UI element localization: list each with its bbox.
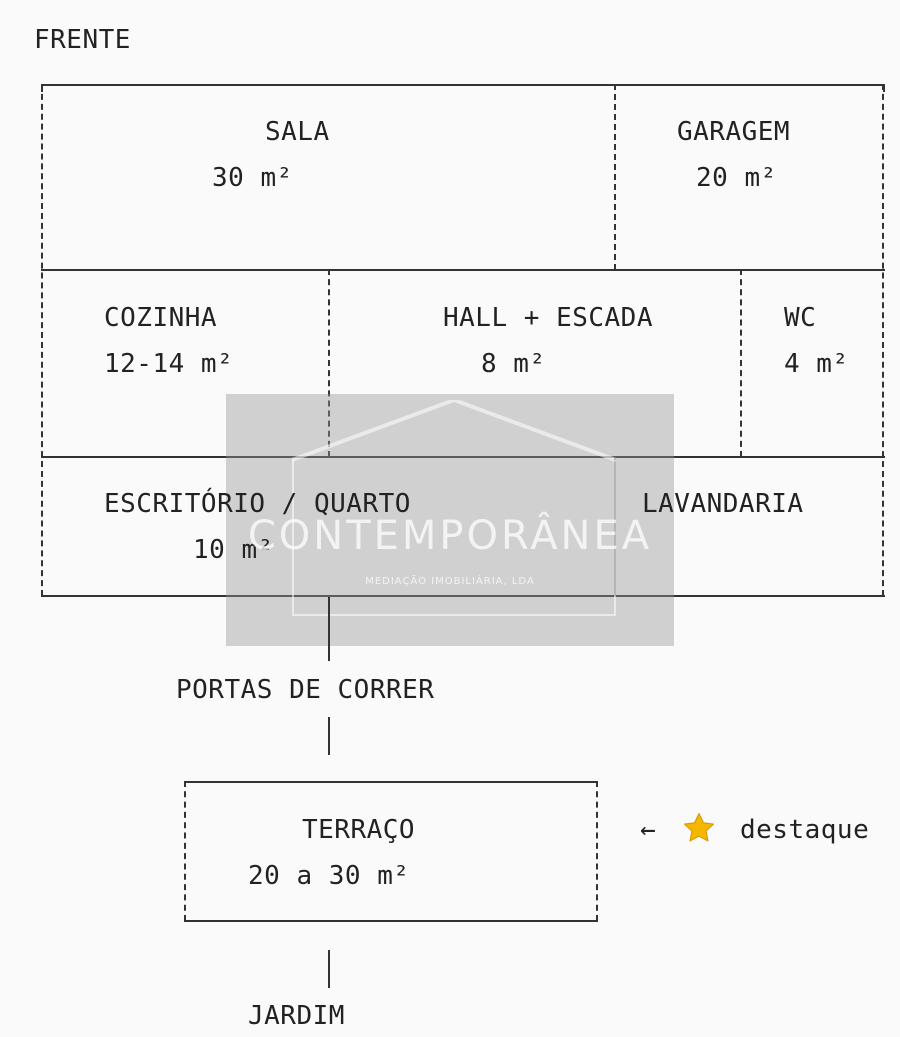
terrace-top-border (184, 781, 598, 783)
room-lavandaria-name: LAVANDARIA (642, 489, 804, 519)
wall-sala-garagem (614, 84, 616, 270)
terrace-right-wall (596, 781, 598, 921)
connector-line-top (328, 597, 330, 661)
room-escritorio-name: ESCRITÓRIO / QUARTO (104, 489, 411, 519)
row-divider-1 (41, 269, 885, 271)
star-icon (683, 812, 715, 842)
room-garagem-name: GARAGEM (677, 117, 791, 147)
room-terraco-area: 20 a 30 m² (248, 861, 410, 891)
sliding-doors-label: PORTAS DE CORRER (176, 675, 435, 705)
plan-right-wall (882, 84, 884, 596)
room-hall-area: 8 m² (481, 349, 546, 379)
wall-cozinha-hall (328, 269, 330, 457)
plan-bottom-border (41, 595, 885, 597)
plan-left-wall (41, 84, 43, 596)
watermark-house-icon (292, 400, 616, 616)
front-label: FRENTE (34, 25, 131, 55)
connector-line-bottom (328, 717, 330, 755)
wall-hall-wc (740, 269, 742, 457)
terrace-left-wall (184, 781, 186, 921)
row-divider-2 (41, 456, 885, 458)
watermark-background (226, 394, 674, 646)
room-garagem-area: 20 m² (696, 163, 777, 193)
watermark-subtitle: MEDIAÇÃO IMOBILIÁRIA, LDA (365, 576, 535, 587)
room-escritorio-area: 10 m² (193, 535, 274, 565)
room-terraco-name: TERRAÇO (302, 815, 416, 845)
room-cozinha-area: 12-14 m² (104, 349, 234, 379)
terrace-bottom-border (184, 920, 598, 922)
highlight-label: destaque (740, 815, 870, 845)
room-hall-name: HALL + ESCADA (443, 303, 653, 333)
room-sala-name: SALA (265, 117, 330, 147)
plan-top-border (41, 84, 885, 86)
garden-label: JARDIM (248, 1001, 345, 1031)
room-sala-area: 30 m² (212, 163, 293, 193)
left-arrow-icon: ← (640, 815, 657, 845)
watermark-brand: CONTEMPORÂNEA (247, 513, 653, 559)
room-wc-name: WC (784, 303, 817, 333)
connector-line-garden (328, 950, 330, 988)
room-cozinha-name: COZINHA (104, 303, 218, 333)
room-wc-area: 4 m² (784, 349, 849, 379)
corner-tick (883, 84, 885, 92)
